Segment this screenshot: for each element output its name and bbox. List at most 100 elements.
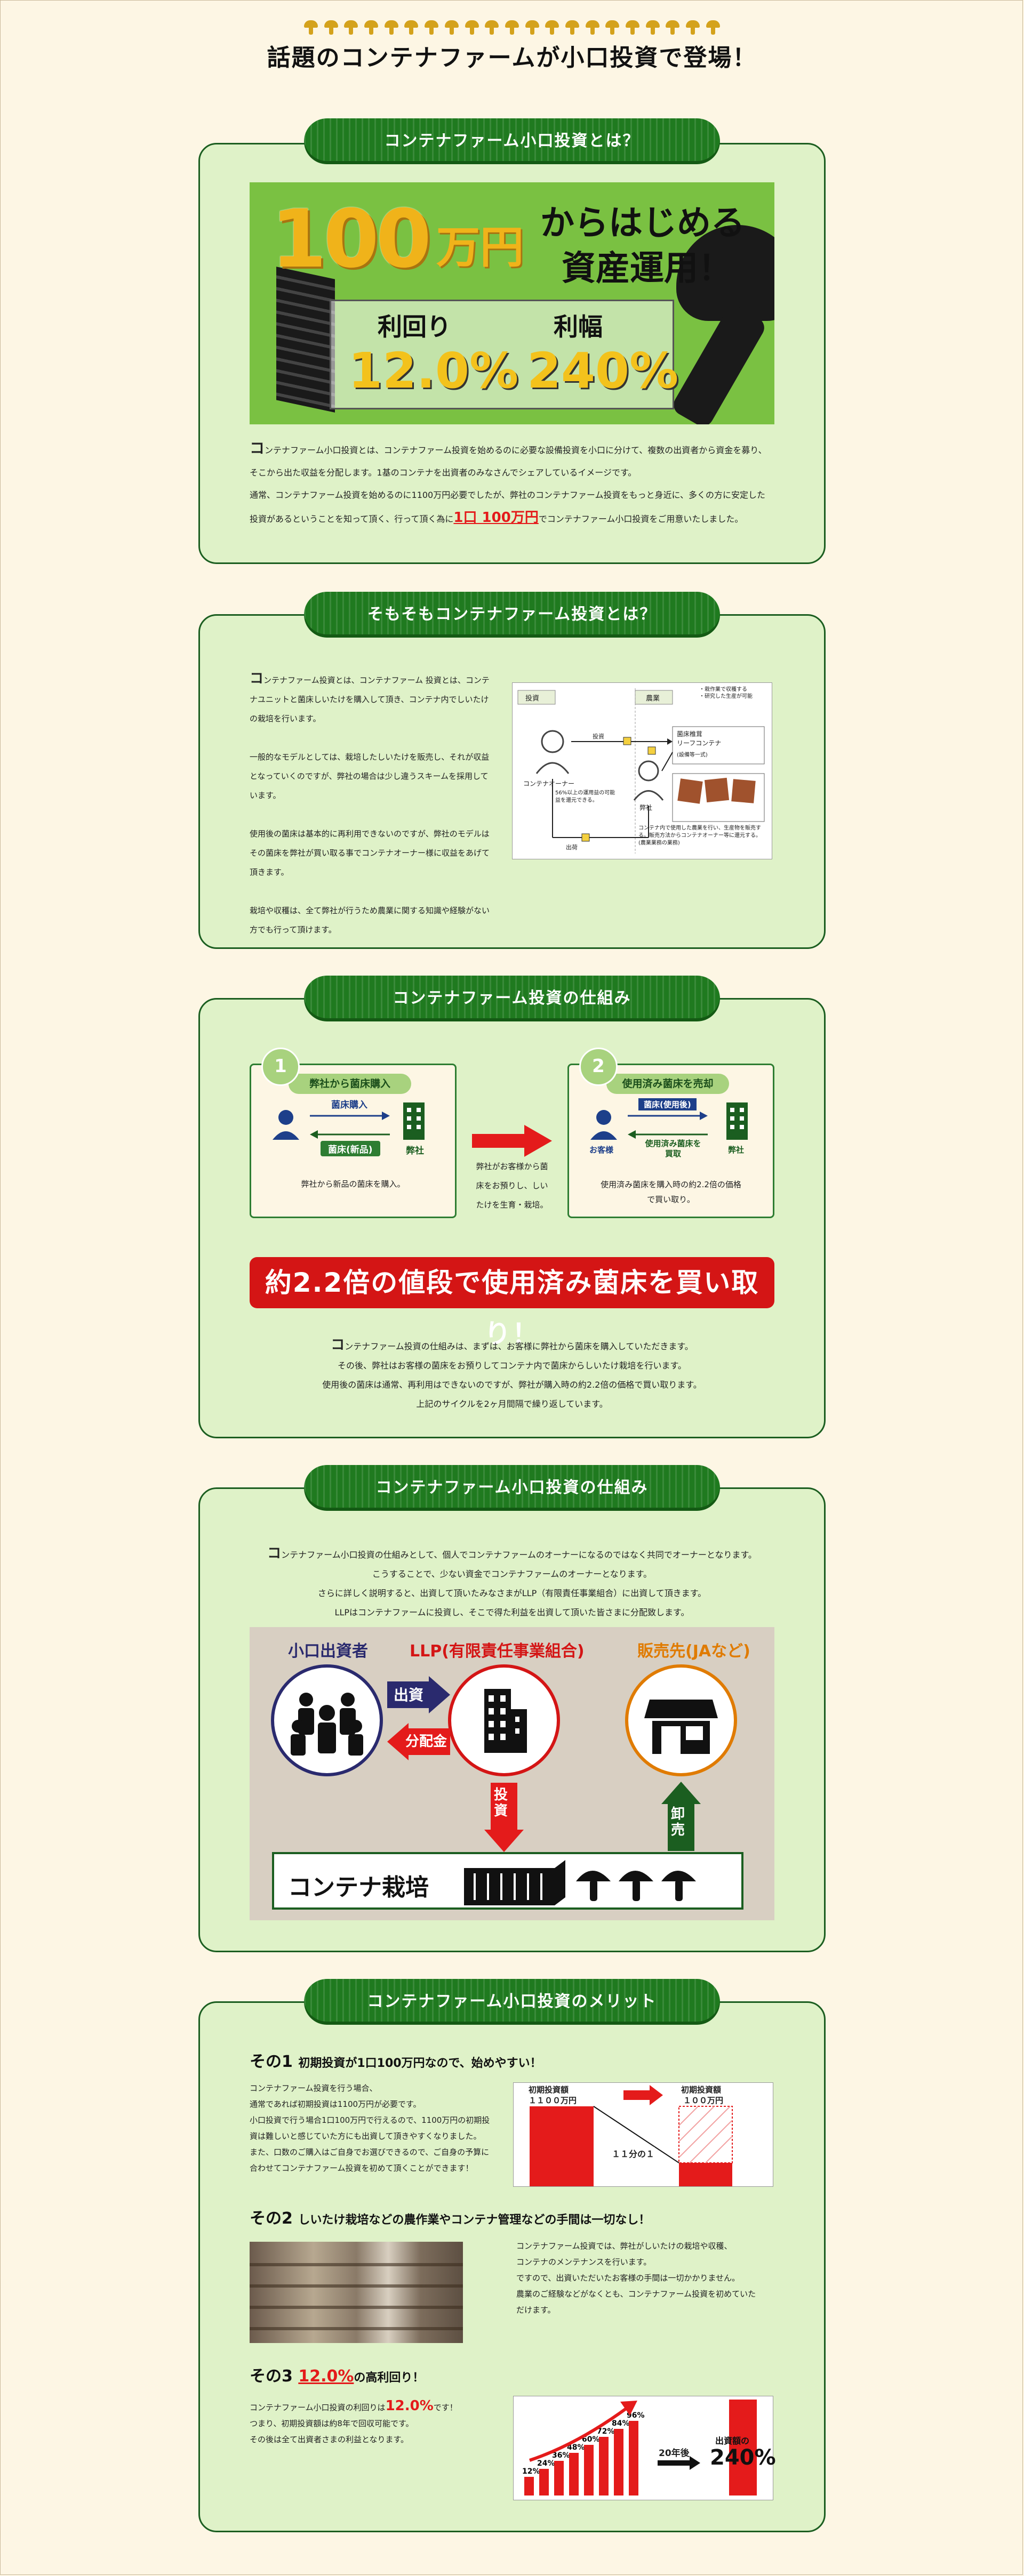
step2-customer-label: お客様 [589, 1145, 614, 1155]
section2-line: 使用後の菌床は基本的に再利用できないのですが、弊社のモデルは [250, 824, 506, 843]
section2-ribbon-label: そもそもコンテナファーム投資とは？ [367, 605, 657, 624]
banner-margin-label: 利幅 [554, 312, 603, 341]
merit3-text: コンテナファーム小口投資の利回りは12.0%です！ つまり、初期投資額は約8年で… [250, 2398, 500, 2448]
section2-line: 方でも行って頂けます。 [250, 920, 506, 939]
wholesale-up-label: 卸売 [671, 1806, 685, 1838]
merit1-ratio: １１分の１ [612, 2147, 655, 2160]
section2-paragraph: コンテナファーム投資とは、コンテナファーム 投資とは、コンテナユニットと菌床しい… [250, 669, 506, 939]
invest-arrow-label: 出資 [394, 1686, 424, 1704]
middle-line-3: たけを生育・栽培。 [476, 1200, 548, 1210]
merit-text-line: また、口数のご購入はご自身でお選びできるので、ご自身の予算に [250, 2147, 490, 2157]
drop-cap: コ [250, 439, 265, 457]
merit3-rate: 12.0% [298, 2367, 354, 2386]
banner-yield-value: 12.0% [348, 342, 519, 399]
diagram-note-bottom: コンテナ内で使用した農業を行い、生産物を販売する。販売方法からコンテナオーナー等… [638, 825, 761, 846]
mushroom-icon [384, 20, 398, 35]
section2-line: その菌床を弊社が買い取る事でコンテナオーナー様に収益をあげて [250, 843, 506, 863]
merit1-title: その1 初期投資が1口100万円なので、始めやすい！ [250, 2048, 542, 2072]
section4-text1: ンテナファーム小口投資の仕組みとして、個人でコンテナファームのオーナーになるので… [281, 1550, 757, 1560]
dividend-arrow [387, 1723, 450, 1760]
yield-bar-label: 72% [597, 2427, 615, 2436]
diagram-arrow-invest: 投資 [593, 733, 604, 740]
yield-bar-label: 36% [552, 2451, 570, 2460]
yield-bar [599, 2437, 609, 2495]
section2-line: 栽培や収穫は、全て弊社が行うため農業に関する知識や経験がない [250, 901, 506, 920]
section1-text4-post: でコンテナファーム小口投資をご用意いたしました。 [538, 514, 743, 524]
section1-text1: ンテナファーム小口投資とは、コンテナファーム投資を始めるのに必要な設備投資を小口… [265, 445, 767, 455]
mushroom-icon [626, 20, 639, 35]
merit3-line1-rate: 12.0% [385, 2398, 434, 2414]
banner-line1: からはじめる [540, 204, 745, 243]
price-highlight: 1口 100万円 [453, 510, 539, 526]
merit-text-line: 農業のご経験などがなくとも、コンテナファーム投資を初めていた [516, 2289, 756, 2299]
page-title: 話題のコンテナファームが小口投資で登場！ [267, 44, 757, 71]
dividend-arrow-label: 分配金 [405, 1734, 447, 1750]
section1-ribbon-label: コンテナファーム小口投資とは？ [384, 132, 640, 150]
banner-amount-unit: 万円 [436, 222, 524, 273]
section3-line4: 上記のサイクルを2ヶ月間隔で繰り返しています。 [416, 1399, 608, 1409]
mushroom-icon [686, 20, 700, 35]
mushroom-icon [706, 20, 720, 35]
yield-bar [539, 2469, 549, 2495]
mushroom-icon [485, 20, 499, 35]
merit3-line3: その後は全て出資者さまの利益となります。 [250, 2435, 409, 2444]
wholesale-up-arrow [661, 1782, 701, 1851]
merit1-number: その1 [250, 2052, 293, 2071]
diagram-arrow-ship: 出荷 [566, 844, 578, 851]
merit1-right-label: 初期投資額 [681, 2085, 722, 2095]
mushroom-icon [545, 20, 559, 35]
mushroom-decoration-row [304, 20, 720, 35]
step2-svg [590, 1102, 748, 1140]
section2-line: 一般的なモデルとしては、栽培したしいたけを販売し、それが収益 [250, 747, 506, 767]
years-arrow [658, 2456, 700, 2470]
mushroom-icon [425, 20, 439, 35]
section2-text: その菌床を弊社が買い取る事でコンテナオーナー様に収益をあげて [250, 848, 490, 858]
llp-label: LLP(有限責任事業組合) [410, 1642, 585, 1661]
section2-text: の栽培を行います。 [250, 714, 321, 723]
section3-text1: ンテナファーム投資の仕組みは、まずは、お客様に弊社から菌床を購入していただきます… [345, 1341, 693, 1351]
section1-line2: そこから出た収益を分配します。1基のコンテナを出資者のみなさんでシェアしているイ… [250, 468, 637, 478]
mushroom-icon [304, 20, 318, 35]
step2-company-label: 弊社 [728, 1145, 745, 1155]
section1-line1: コンテナファーム小口投資とは、コンテナファーム投資を始めるのに必要な設備投資を小… [250, 437, 783, 462]
yield-bar-label: 48% [567, 2443, 585, 2452]
scheme-svg [517, 688, 765, 854]
section4-drop-cap: コ [267, 1545, 282, 1561]
yield-bar [629, 2421, 638, 2495]
section1-text4-pre: 投資があるということを知って頂く、行って頂く為に [250, 514, 454, 524]
section2-line: となっていくのですが、弊社の場合は少し違うスキームを採用して [250, 767, 506, 786]
merit3-line2: つまり、初期投資額は約8年で回収可能です。 [250, 2419, 414, 2428]
section2-text: 使用後の菌床は基本的に再利用できないのですが、弊社のモデルは [250, 829, 490, 839]
buyback-banner: 約2.2倍の値段で使用済み菌床を買い取り！ [250, 1257, 774, 1349]
hero-banner: 100 万円 からはじめる 資産運用！ 利回り 利幅 12.0% 240% [250, 182, 774, 424]
mushroom-icon [344, 20, 358, 35]
step1-box: 弊社から菌床購入 菌床購入 菌床(新品) 弊社 弊社から新品の菌床を購入。 [250, 1064, 457, 1218]
section4-line2: こうすることで、少ない資金でコンテナファームのオーナーとなります。 [372, 1569, 652, 1579]
growth-arrow [529, 2405, 629, 2462]
mushroom-icon [505, 20, 519, 35]
investment-scheme-diagram: 投資 農業 ・栽作業で収穫する ・研究した生産が可能 コンテナオーナー 弊社 菌… [512, 682, 772, 859]
section2-line [250, 728, 506, 747]
section3-line2: その後、弊社はお客様の菌床をお預りしてコンテナ内で菌床からしいたけ栽培を行います… [338, 1361, 686, 1371]
merit-text-line: 小口投資で行う場合1口100万円で行えるので、1100万円の初期投 [250, 2115, 490, 2125]
yield-bar-label: 24% [537, 2459, 555, 2468]
shop-icon [644, 1700, 718, 1754]
section5-ribbon-label: コンテナファーム小口投資のメリット [367, 1992, 657, 2011]
merit1-right-value: １００万円 [683, 2096, 724, 2105]
section2-text: となっていくのですが、弊社の場合は少し違うスキームを採用して [250, 771, 489, 781]
step2-arrow-bottom-label: 使用済み菌床を 買取 [645, 1139, 701, 1158]
seller-label: 販売先(JAなど) [637, 1642, 750, 1661]
step2-arrow-top-label: 菌床(使用後) [638, 1098, 697, 1110]
yield-bar-label: 84% [612, 2419, 630, 2428]
merit-text-line: 通常であれば初期投資は1100万円が必要です。 [250, 2099, 421, 2109]
middle-line-2: 床をお預りし、しい [476, 1181, 548, 1190]
diagram-note-left: 56%以上の運用益の可能 益を還元できる。 [555, 790, 615, 803]
invest-down-arrow [484, 1783, 524, 1852]
investors-label: 小口出資者 [288, 1642, 368, 1661]
merit2-number: その2 [250, 2209, 293, 2228]
merit2-heading: しいたけ栽培などの農作業やコンテナ管理などの手間は一切なし！ [298, 2213, 651, 2227]
section3-drop-cap: コ [331, 1337, 345, 1353]
merit3-title: その3 12.0%の高利回り！ [250, 2363, 424, 2386]
merit3-result-value: 240% [710, 2445, 776, 2470]
yield-bar-label: 12% [522, 2467, 540, 2476]
